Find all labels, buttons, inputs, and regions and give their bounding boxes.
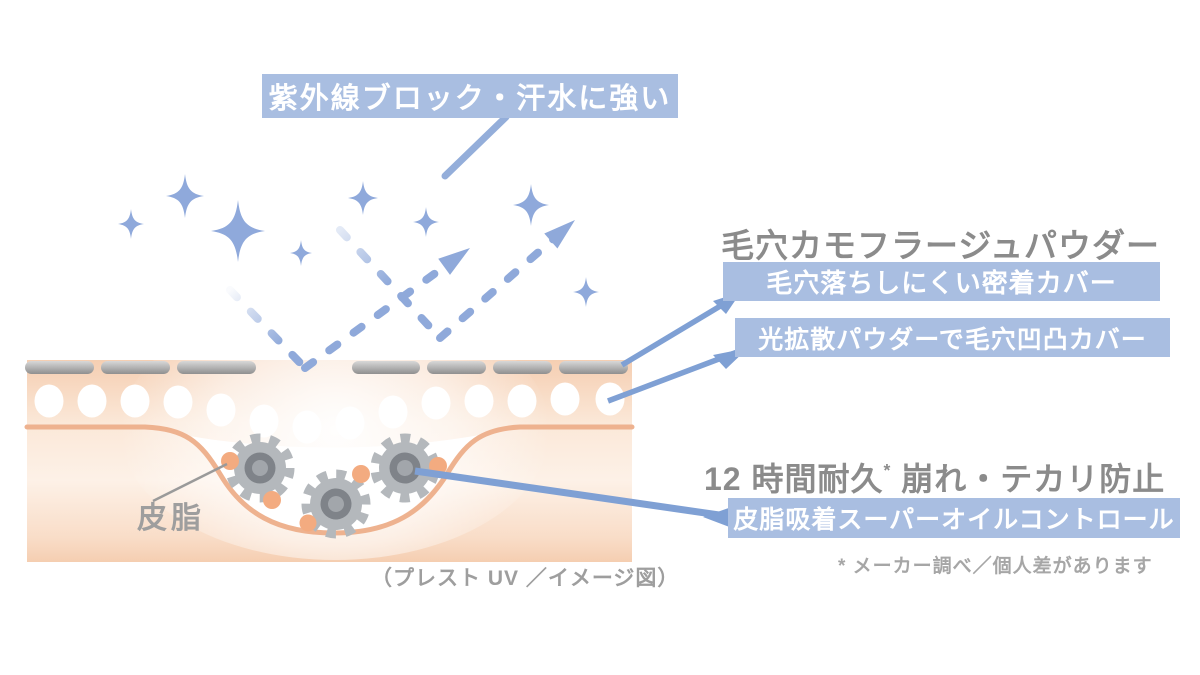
powder-film-bar — [352, 361, 420, 374]
powder-particle — [464, 384, 494, 418]
duration-title-suffix: 崩れ・テカリ防止 — [891, 461, 1166, 497]
reflected-ray-dashed — [301, 257, 456, 372]
powder-particle — [378, 395, 408, 429]
sebum-leader-line — [152, 462, 228, 503]
sparkle-icon — [413, 207, 439, 237]
arrowhead-icon — [544, 212, 582, 249]
reflected-ray-dashed — [436, 232, 561, 342]
light-diffusion-banner-label: 光拡散パウダーで毛穴凹凸カバー — [758, 325, 1147, 354]
sparkle-icon — [573, 277, 599, 307]
powder-film-bar — [177, 361, 256, 374]
powder-title: 毛穴カモフラージュパウダー — [721, 227, 1161, 264]
powder-film-bar — [25, 361, 94, 374]
uv-protection-banner-label: 紫外線ブロック・汗水に強い — [268, 83, 672, 115]
oil-control-banner: 皮脂吸着スーパーオイルコントロール — [728, 498, 1180, 538]
incoming-ray-dashed — [336, 226, 444, 342]
powder-particle — [34, 384, 64, 418]
powder-particle — [421, 386, 451, 420]
duration-asterisk: * — [883, 459, 892, 480]
duration-title-prefix: 12 時間耐久 — [704, 461, 884, 497]
cover-banner-callout-line — [620, 293, 739, 368]
sparkle-icon — [513, 184, 549, 226]
oil-control-banner-label: 皮脂吸着スーパーオイルコントロール — [733, 506, 1175, 534]
powder-particle — [550, 382, 580, 416]
sebum-dot — [352, 465, 370, 483]
sparkle-icon — [348, 181, 378, 215]
powder-film-bar — [559, 361, 628, 374]
incoming-ray-dashed — [226, 286, 309, 372]
sparkle-icon — [118, 209, 144, 239]
sebum-label: 皮脂 — [137, 502, 205, 535]
arrowhead-icon — [438, 239, 476, 275]
ray-arrowheads — [438, 212, 582, 275]
powder-particle-row — [34, 382, 625, 444]
sparkle-group — [118, 174, 599, 307]
adhesive-cover-banner: 毛穴落ちしにくい密着カバー — [723, 262, 1160, 301]
powder-particle — [335, 406, 365, 440]
uv-banner-tail-line — [441, 113, 510, 180]
powder-particle — [507, 384, 537, 418]
powder-particle — [163, 385, 193, 419]
powder-particle — [206, 393, 236, 427]
powder-particle — [77, 384, 107, 418]
uv-reflection-rays — [226, 226, 561, 372]
sebum-dot — [263, 491, 281, 509]
sparkle-icon — [211, 200, 265, 262]
oil-banner-callout-line — [414, 467, 741, 522]
image-caption: （プレスト UV ／イメージ図） — [371, 567, 680, 590]
powder-particle — [120, 384, 150, 418]
uv-protection-banner: 紫外線ブロック・汗水に強い — [262, 74, 678, 118]
powder-particle — [249, 404, 279, 438]
adhesive-cover-banner-label: 毛穴落ちしにくい密着カバー — [766, 268, 1117, 298]
light-diffusion-banner: 光拡散パウダーで毛穴凹凸カバー — [735, 318, 1170, 357]
powder-film-bar — [493, 361, 552, 374]
sparkle-icon — [290, 240, 312, 266]
powder-film-bar — [427, 361, 486, 374]
sebum-dot — [221, 452, 239, 470]
sparkle-icon — [166, 174, 204, 218]
powder-film-row — [25, 361, 628, 374]
sebum-dot — [299, 514, 317, 532]
powder-particle — [292, 410, 322, 444]
duration-title: 12 時間耐久* 崩れ・テカリ防止 — [704, 454, 1165, 500]
disclaimer-footnote: * メーカー調べ／個人差があります — [838, 556, 1153, 577]
powder-film-bar — [101, 361, 170, 374]
